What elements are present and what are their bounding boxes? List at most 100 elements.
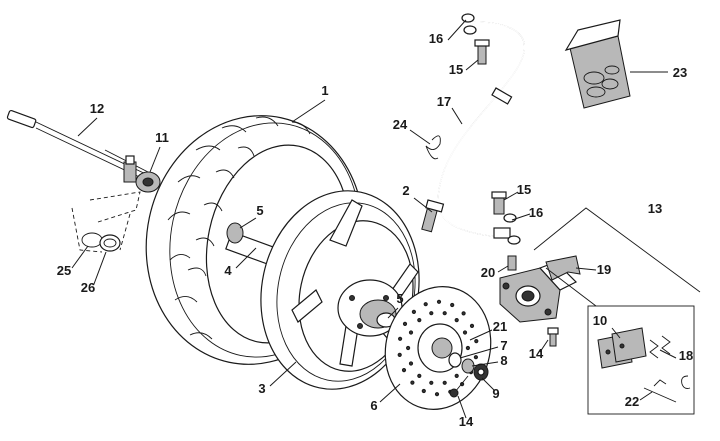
callout-hose-clip: 24 — [393, 117, 408, 132]
callout-speedometer-drive: 11 — [155, 130, 169, 145]
callout-disc-screw: 21 — [493, 319, 507, 334]
disc-hole — [401, 368, 407, 373]
disc-hole — [434, 392, 440, 397]
callout-brake-disc: 6 — [370, 398, 377, 413]
disc-hole — [417, 318, 422, 323]
callout-dust-seal: 26 — [81, 280, 95, 295]
seal-kit — [564, 19, 631, 109]
disc-hole — [473, 355, 478, 360]
callout-labels: 1234556789101112131414151516161718192021… — [57, 31, 693, 429]
callout-o-ring: 25 — [57, 263, 71, 278]
leader-line-wheel-axle — [77, 117, 98, 137]
callout-brake-hose: 17 — [437, 94, 451, 109]
disc-hole — [406, 345, 411, 351]
leader-line-o-ring — [71, 245, 89, 269]
callout-brake-caliper-assembly: 13 — [648, 201, 662, 216]
callout-nut: 9 — [492, 386, 499, 401]
disc-hole — [417, 373, 422, 378]
disc-hole — [461, 311, 466, 316]
disc-hole — [454, 373, 459, 378]
leader-line-pad-pin-clip — [639, 391, 653, 401]
leader-line-bleed-screw — [497, 265, 509, 273]
leader-line-tyre — [291, 99, 326, 123]
disc-hole — [398, 336, 403, 341]
brake-hose — [437, 21, 525, 239]
dust-seal-shape — [99, 234, 121, 252]
leader-line-disc-screw — [469, 329, 493, 341]
disc-hole — [436, 299, 442, 304]
callout-pad-springs: 18 — [679, 348, 693, 363]
leader-line-copper-washers-top — [447, 19, 467, 41]
disc-hole — [408, 330, 414, 335]
pad-kit-box — [587, 305, 695, 415]
leader-line-caliper-bolt — [539, 339, 549, 353]
pad-pin-clip — [643, 375, 691, 403]
leader-line-disc-bolt — [457, 395, 467, 419]
leader-line-nut — [481, 377, 495, 391]
callout-bearing-right: 5 — [396, 291, 403, 306]
o-ring-shape — [81, 232, 103, 248]
leader-line-banjo-bolt-caliper — [503, 191, 519, 201]
leader-line-bearing-right — [387, 307, 399, 319]
leader-line-spacer — [471, 361, 499, 367]
callout-caliper-mount-bolt: 2 — [402, 183, 409, 198]
leader-line-spacer-axle-sleeve — [235, 247, 257, 269]
disc-hole — [402, 321, 408, 326]
leader-line-pad-spring-plate — [575, 267, 597, 271]
callout-caliper-bolt: 14 — [529, 346, 544, 361]
disc-hole — [410, 380, 415, 385]
hub-hardware — [448, 352, 489, 398]
disc-hole — [408, 361, 414, 366]
disc-hole — [442, 311, 447, 316]
leader-line-washer — [459, 346, 499, 359]
leader-line-bearing-left — [239, 217, 257, 229]
leader-line-banjo-bolt-top — [465, 59, 479, 71]
caliper-mount-bolt — [421, 199, 445, 233]
disc-hole — [429, 380, 434, 385]
callout-wheel-rim: 3 — [258, 381, 265, 396]
disc-hole — [423, 302, 428, 307]
disc-hole — [462, 330, 468, 335]
callout-bleed-screw: 20 — [481, 265, 495, 280]
disc-hole — [465, 345, 470, 351]
caliper-banjo-parts — [491, 191, 521, 245]
leader-line-pad-springs — [659, 349, 677, 359]
disc-hole — [429, 311, 434, 316]
callout-copper-washers-caliper: 16 — [529, 205, 543, 220]
callout-banjo-bolt-caliper: 15 — [517, 182, 531, 197]
callout-spacer-axle-sleeve: 4 — [224, 263, 232, 278]
disc-hole — [469, 323, 475, 328]
disc-hole — [450, 302, 455, 308]
callout-washer: 7 — [500, 338, 507, 353]
callout-pad-pin-clip: 22 — [625, 394, 639, 409]
callout-wheel-axle: 12 — [90, 101, 104, 116]
leader-line-speedometer-drive — [149, 146, 161, 173]
leader-line-wheel-rim — [269, 361, 297, 387]
leader-line-brake-disc — [379, 383, 401, 403]
callout-tyre: 1 — [321, 83, 328, 98]
leader-line-caliper-mount-bolt — [413, 197, 433, 213]
wheel-rim — [260, 190, 420, 390]
caliper-bolt — [547, 327, 559, 347]
leader-line-dust-seal — [93, 251, 107, 285]
pad-springs — [649, 335, 671, 359]
callout-brake-pads: 10 — [593, 313, 607, 328]
hose-clip — [425, 135, 441, 160]
callout-pad-spring-plate: 19 — [597, 262, 611, 277]
bleed-screw — [507, 255, 517, 271]
leader-line-brake-pads — [611, 327, 621, 339]
leader-line-copper-washers-caliper — [511, 213, 531, 221]
disc-hole — [397, 352, 402, 357]
disc-hole — [442, 380, 447, 385]
callout-seal-kit: 23 — [673, 65, 687, 80]
callout-spacer: 8 — [500, 353, 507, 368]
callout-copper-washers-top: 16 — [429, 31, 443, 46]
disc-hole — [421, 388, 426, 394]
leader-line-hose-clip — [409, 129, 431, 145]
callout-bearing-left: 5 — [256, 203, 263, 218]
leader-line-brake-hose — [451, 107, 463, 125]
callout-banjo-bolt-top: 15 — [449, 62, 463, 77]
disc-hole — [474, 339, 479, 344]
